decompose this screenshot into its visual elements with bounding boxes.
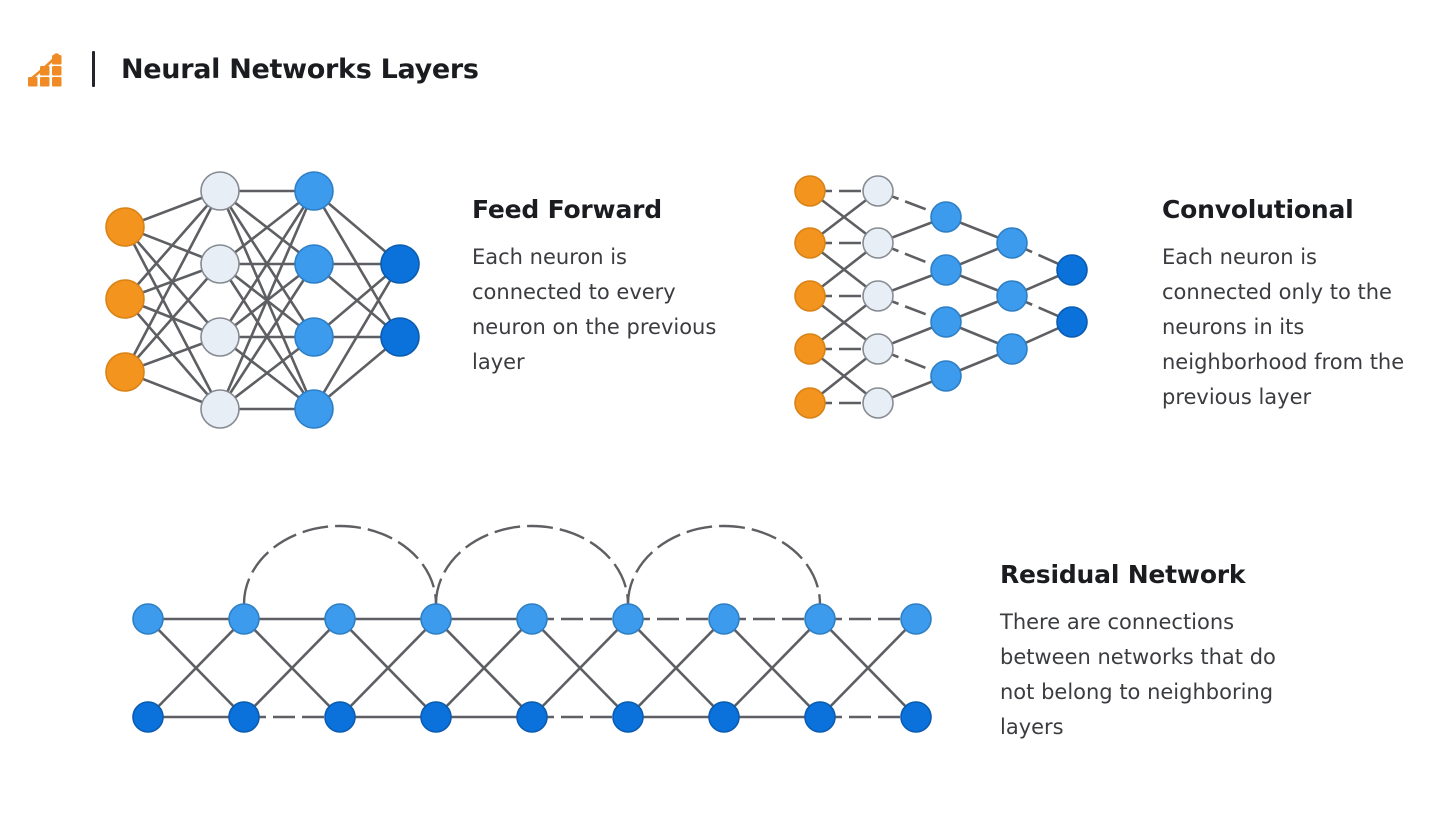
residual-top-node [708,603,740,635]
output-node [1056,254,1088,286]
header-divider [92,51,95,87]
feed-forward-diagram [96,160,436,450]
residual-bottom-node [708,701,740,733]
input-node [794,175,826,207]
residual-top-node [324,603,356,635]
feed-forward-body: Each neuron is connected to every neuron… [472,245,717,374]
hidden-node [862,280,894,312]
hidden-node [862,227,894,259]
convolutional-body: Each neuron is connected only to the neu… [1162,245,1405,409]
conv-nodes [794,175,1088,419]
residual-top-node [420,603,452,635]
residual-top-node [804,603,836,635]
residual-bottom-node [420,701,452,733]
hidden-node [930,254,962,286]
hidden-node [200,244,240,284]
hidden-node [930,201,962,233]
skip-connection-arc [626,524,822,605]
residual-bottom-node [900,701,932,733]
residual-top-node [612,603,644,635]
res-nodes [132,603,932,733]
input-node [794,280,826,312]
convolutional-heading: Convolutional [1162,195,1354,224]
residual-bottom-node [804,701,836,733]
residual-bottom-node [132,701,164,733]
input-node [794,227,826,259]
residual-bottom-node [324,701,356,733]
hidden-node [294,244,334,284]
hidden-node [862,333,894,365]
input-node [105,352,145,392]
hidden-node [930,360,962,392]
ff-edges [123,189,402,411]
hidden-node [294,389,334,429]
hidden-node [996,280,1028,312]
hidden-node [294,317,334,357]
residual-top-node [516,603,548,635]
residual-diagram [118,524,958,753]
residual-top-node [900,603,932,635]
input-node [105,207,145,247]
residual-body: There are connections between networks t… [1000,610,1276,739]
hidden-node [862,175,894,207]
output-node [380,244,420,284]
residual-top-node [228,603,260,635]
output-node [380,317,420,357]
residual-bottom-node [612,701,644,733]
bar-chart-growth-icon [26,48,68,90]
residual-heading: Residual Network [1000,560,1246,589]
residual-bottom-node [228,701,260,733]
hidden-node [294,171,334,211]
input-node [794,387,826,419]
feed-forward-text: Feed Forward Each neuron is connected to… [472,195,722,380]
ff-nodes [105,171,420,429]
hidden-node [200,317,240,357]
res-edges [146,524,918,719]
residual-top-node [132,603,164,635]
feed-forward-heading: Feed Forward [472,195,662,224]
input-node [794,333,826,365]
hidden-node [862,387,894,419]
hidden-node [996,227,1028,259]
hidden-node [996,333,1028,365]
page-title: Neural Networks Layers [121,53,479,85]
skip-connection-arc [434,524,630,605]
convolutional-text: Convolutional Each neuron is connected o… [1162,195,1418,415]
output-node [1056,306,1088,338]
page-header: Neural Networks Layers [26,42,479,96]
convolutional-diagram [786,168,1096,423]
residual-bottom-node [516,701,548,733]
input-node [105,279,145,319]
hidden-node [930,306,962,338]
hidden-node [200,171,240,211]
hidden-node [200,389,240,429]
skip-connection-arc [242,524,438,605]
residual-text: Residual Network There are connections b… [1000,560,1300,745]
